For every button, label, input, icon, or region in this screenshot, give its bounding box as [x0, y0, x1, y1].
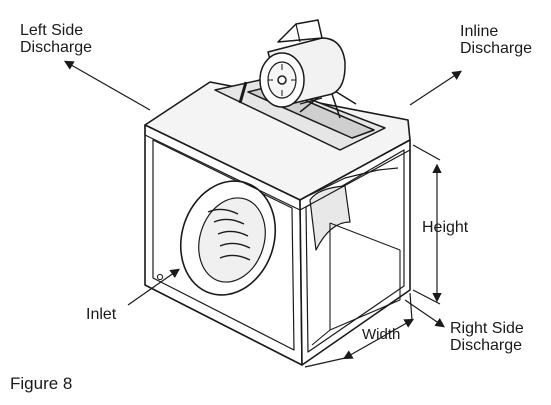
- left-side-discharge-label: Left Side Discharge: [20, 22, 92, 56]
- height-label: Height: [422, 219, 469, 236]
- left-side-discharge-line1: Left Side: [20, 22, 84, 39]
- motor-shaft: [277, 75, 287, 85]
- motor-top-box: [277, 19, 323, 43]
- inlet-ring: [198, 197, 266, 283]
- scroll-housing-side: [309, 185, 351, 251]
- width-ext-left: [304, 357, 346, 368]
- width-ext-right: [409, 292, 413, 321]
- inlet-label: Inlet: [86, 306, 117, 323]
- housing-edge: [299, 149, 411, 211]
- arrow-icon: [63, 60, 463, 368]
- width-dim-line: [342, 318, 415, 360]
- motor-icon: [214, 19, 386, 151]
- interior-line: [311, 329, 331, 346]
- adjust-lever: [238, 81, 248, 104]
- inline-discharge-line1: Inline: [460, 23, 499, 40]
- scroll-housing-edge: [309, 167, 399, 196]
- inline-discharge-arrow: [409, 70, 463, 106]
- left-side-discharge-line2: Discharge: [20, 39, 93, 56]
- right-inner-frame: [305, 149, 405, 353]
- housing-edge: [144, 125, 301, 211]
- inlet-arrow: [127, 268, 180, 306]
- wheel-blades: [207, 208, 251, 261]
- right-side-discharge-line1: Right Side: [450, 320, 524, 337]
- motor-vents: [268, 64, 296, 96]
- right-side-discharge-line2: Discharge: [450, 337, 523, 354]
- interior-line: [329, 299, 401, 331]
- inlet-bolt: [156, 273, 164, 281]
- height-ext-top: [412, 144, 441, 161]
- inline-discharge-label: Inline Discharge: [460, 23, 532, 57]
- right-side-discharge-label: Right Side Discharge: [450, 320, 524, 354]
- motor-top-line: [295, 23, 301, 43]
- height-ext-bottom: [412, 289, 441, 305]
- left-side-discharge-arrow: [63, 60, 151, 111]
- motor-foot: [299, 97, 323, 105]
- width-label: Width: [362, 326, 401, 343]
- interior-line: [329, 222, 401, 251]
- inline-discharge-line2: Discharge: [460, 40, 533, 57]
- figure-caption: Figure 8: [10, 374, 73, 393]
